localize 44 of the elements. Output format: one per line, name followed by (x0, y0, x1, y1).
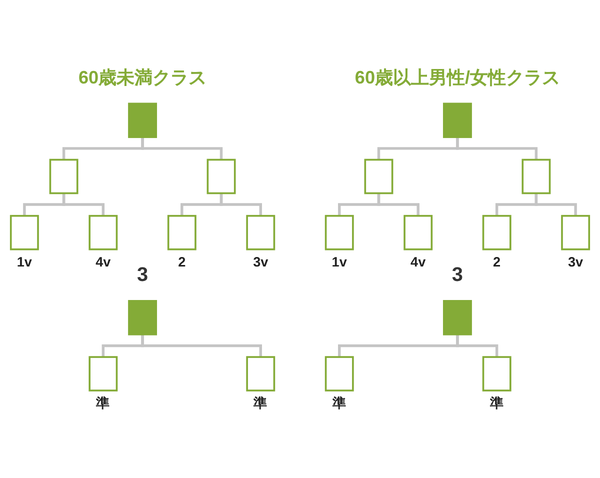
seed-label: 準 (96, 396, 110, 411)
node-box (522, 158, 551, 194)
seed-label: 1v (16, 254, 32, 270)
seed-label: 3v (568, 254, 584, 270)
seed-label: 準 (332, 396, 346, 411)
node-box (324, 356, 354, 392)
node-box (206, 158, 236, 194)
seed-label: 準 (490, 396, 504, 411)
node-box (442, 300, 472, 336)
node-box (246, 214, 276, 250)
node-box (49, 158, 78, 194)
connector (141, 137, 223, 160)
seed-label: 準 (254, 396, 268, 411)
node-box (404, 214, 433, 250)
bracket-title: 60歳以上男性/女性クラス (354, 68, 560, 88)
connector (456, 334, 498, 358)
connector (141, 334, 262, 358)
connector (62, 193, 105, 216)
connector (456, 137, 538, 160)
connector (534, 193, 577, 216)
connector (377, 193, 420, 216)
node-box (482, 356, 512, 392)
bracket-title: 3 (137, 264, 148, 286)
seed-label: 3v (253, 254, 268, 270)
node-box (167, 214, 196, 250)
node-box (482, 214, 512, 250)
seed-label: 2 (493, 254, 501, 270)
node-box (128, 300, 158, 336)
node-box (364, 158, 394, 194)
node-box (128, 102, 158, 138)
seed-label: 4v (96, 254, 111, 270)
node-box (561, 214, 590, 250)
node-box (442, 102, 472, 138)
seed-label: 1v (332, 254, 347, 270)
node-box (10, 214, 39, 250)
node-box (324, 214, 354, 250)
seed-label: 4v (410, 254, 426, 270)
connector (220, 193, 262, 216)
bracket-title: 3 (452, 264, 463, 286)
node-box (88, 356, 118, 392)
seed-label: 2 (178, 254, 186, 270)
node-box (88, 214, 118, 250)
bracket-title: 60歳未満クラス (78, 68, 207, 88)
node-box (246, 356, 276, 392)
